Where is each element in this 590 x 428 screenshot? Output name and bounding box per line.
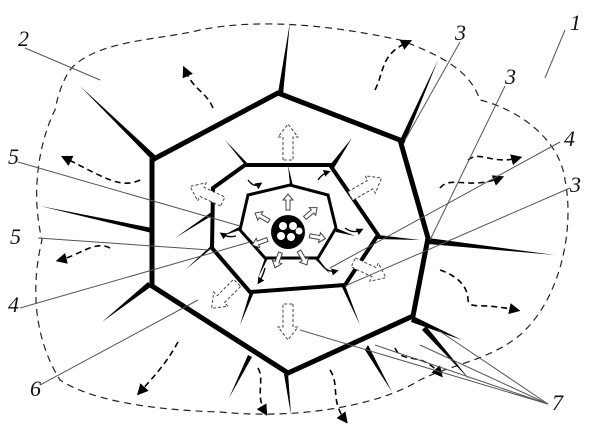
label-3c: 3 [569,172,581,197]
label-1: 1 [570,10,581,35]
label-3b: 3 [504,64,516,89]
label-4-right: 4 [564,126,575,151]
label-6: 6 [30,376,41,401]
label-2: 2 [18,26,29,51]
label-3a: 3 [454,20,466,45]
label-5b: 5 [10,224,21,249]
outer-boundary [36,24,568,414]
label-4-left: 4 [8,292,19,317]
label-7: 7 [552,390,564,415]
labels: 1 2 3 3 3 4 4 5 5 6 7 [8,10,581,415]
label-5a: 5 [8,144,19,169]
central-bundle [271,215,305,249]
